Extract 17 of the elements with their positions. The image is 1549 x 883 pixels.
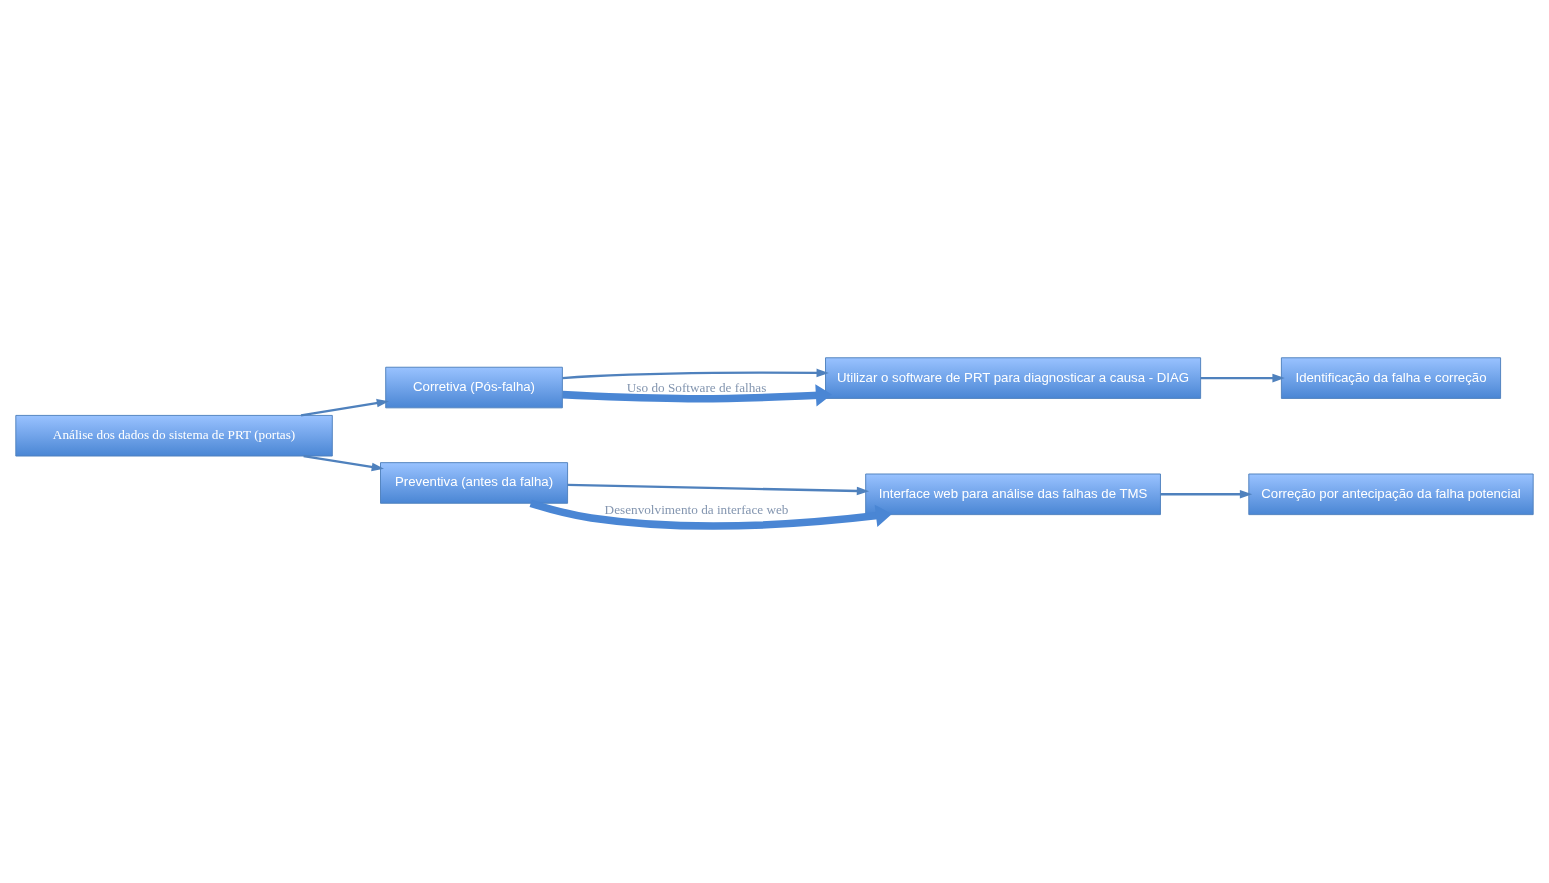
node-box: Corretiva (Pós-falha) — [385, 366, 563, 408]
node-box: Correção por antecipação da falha potencial — [1248, 473, 1534, 515]
arrow — [529, 499, 892, 530]
edge-label: Uso do Software de falhas — [626, 379, 767, 395]
arrow — [562, 368, 829, 379]
arrow — [1200, 373, 1285, 382]
edge-label: Desenvolvimento da interface web — [604, 501, 789, 517]
arrow — [300, 398, 389, 417]
arrow — [303, 454, 384, 471]
node-box: Análise dos dados do sistema de PRT (portas) — [15, 414, 333, 456]
arrow — [567, 483, 870, 495]
node-box: Interface web para análise das falhas de TMS — [865, 473, 1161, 515]
node-box: Utilizar o software de PRT para diagnosticar a causa - DIAG — [825, 356, 1202, 399]
arrow — [562, 383, 832, 407]
node-box: Identificação da falha e correção — [1280, 356, 1502, 399]
node-box: Preventiva (antes da falha) — [380, 461, 569, 504]
arrow — [1160, 489, 1253, 499]
